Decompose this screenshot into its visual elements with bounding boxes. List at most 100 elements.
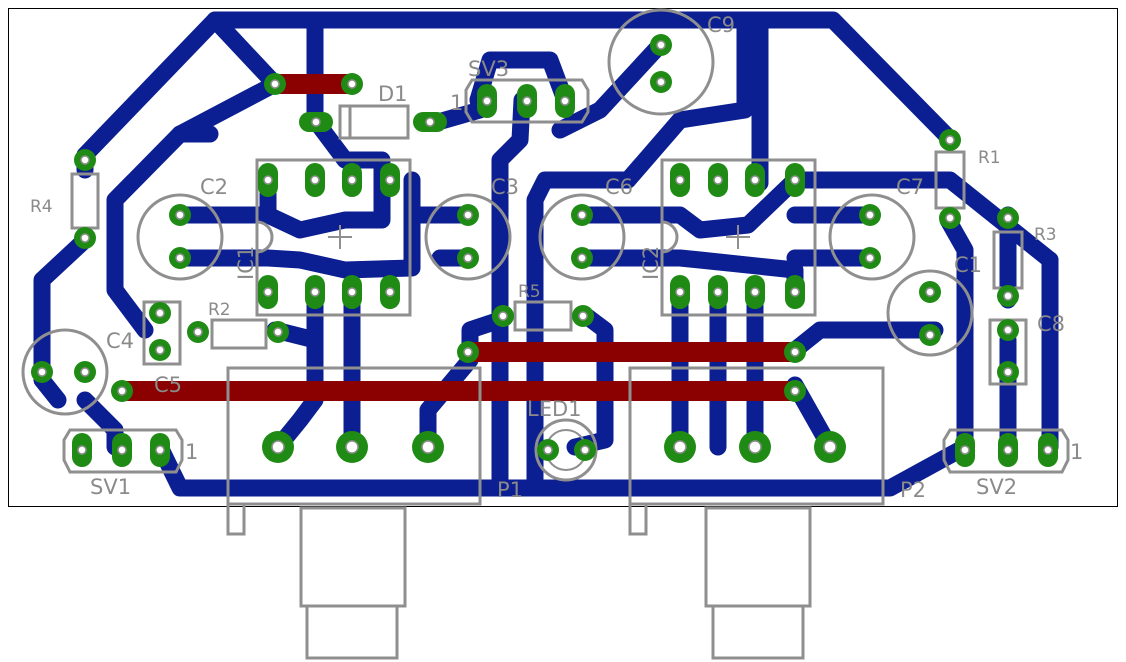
- ic2-pad-drill: [713, 175, 723, 185]
- ic1-pad-drill: [263, 287, 273, 297]
- wire-pad-drill: [790, 347, 800, 357]
- r2-pad-drill: [273, 327, 283, 337]
- c10-pad-drill: [37, 367, 47, 377]
- label-sv2-pin1: 1: [1070, 440, 1083, 464]
- d1-body: [338, 104, 410, 140]
- r1-pad-drill: [945, 213, 955, 223]
- d1-pad-drill: [311, 117, 321, 127]
- label-r2: R2: [208, 300, 231, 320]
- pot-pad-drill: [823, 440, 837, 454]
- sv1-pad-drill: [117, 445, 127, 455]
- ic2-pad-drill: [675, 175, 685, 185]
- r-top-pad-drill: [347, 79, 357, 89]
- label-sv1-pin1: 1: [185, 440, 198, 464]
- ic1-pad-drill: [385, 287, 395, 297]
- sv2-pad-drill: [1043, 445, 1053, 455]
- r1-pad-drill: [945, 135, 955, 145]
- c5-pad-drill: [790, 386, 800, 396]
- led1-pad-drill: [543, 445, 553, 455]
- p2-outline: [628, 366, 885, 506]
- wire-pad-drill: [463, 347, 473, 357]
- label-ic1: IC1: [234, 246, 258, 280]
- c9-pad-drill: [656, 40, 666, 50]
- c4-body: [142, 300, 182, 366]
- sv1-pad-drill: [77, 445, 87, 455]
- p1-outline: [226, 366, 482, 506]
- ic2-outline: [660, 158, 817, 317]
- r2-body: [210, 318, 268, 350]
- c8-pad-drill: [1003, 367, 1013, 377]
- label-ic2: IC2: [639, 246, 663, 280]
- ic2-pad-drill: [675, 287, 685, 297]
- label-c7: C7: [896, 175, 924, 199]
- ic2-pad-drill: [713, 287, 723, 297]
- r5-pad-drill: [498, 311, 508, 321]
- sv2-pad-drill: [960, 445, 970, 455]
- ic1-pad-drill: [310, 287, 320, 297]
- label-c4: C4: [106, 329, 134, 353]
- silkscreen: [21, 8, 1070, 660]
- p1-shaft: [299, 506, 407, 608]
- c1-pad-drill: [925, 287, 935, 297]
- ic1-pad-drill: [263, 175, 273, 185]
- ic2-pad-drill: [750, 287, 760, 297]
- c3-outline: [424, 193, 512, 281]
- label-c2: C2: [200, 175, 228, 199]
- label-c5: C5: [154, 373, 182, 397]
- label-c3: C3: [491, 175, 519, 199]
- label-led1: LED1: [527, 397, 582, 421]
- c4-pad-drill: [155, 345, 165, 355]
- pot-pad-drill: [748, 440, 762, 454]
- c9-pad-drill: [656, 77, 666, 87]
- label-sv2: SV2: [976, 475, 1017, 499]
- r5-pad-drill: [578, 311, 588, 321]
- c5-pad-drill: [117, 386, 127, 396]
- d1-pad-drill: [425, 117, 435, 127]
- c3-pad-drill: [463, 210, 473, 220]
- r3-pad-drill: [1003, 213, 1013, 223]
- c2-pad-drill: [175, 253, 185, 263]
- label-r4: R4: [30, 197, 53, 217]
- component-labels: C9 SV3 1 D1 R1 R4 C2 C3 C6 C7 IC1 IC2 R3…: [30, 13, 1083, 502]
- c4-pad-drill: [155, 308, 165, 318]
- top-copper-traces: [112, 74, 805, 401]
- ic2-pad-drill: [790, 287, 800, 297]
- sv1-pad-drill: [155, 445, 165, 455]
- ic1-outline: [255, 158, 412, 317]
- r-top-pad-drill: [270, 79, 280, 89]
- c1-outline: [886, 269, 974, 357]
- pot-pad-drill: [673, 440, 687, 454]
- c3-pad-drill: [463, 253, 473, 263]
- label-p2: P2: [900, 478, 926, 502]
- c6-pad-drill: [577, 210, 587, 220]
- c6-pad-drill: [577, 253, 587, 263]
- label-r3: R3: [1034, 225, 1057, 245]
- pads: [31, 34, 1058, 467]
- c7-outline: [828, 193, 916, 281]
- label-c6: C6: [605, 175, 633, 199]
- c10-outline: [21, 328, 109, 416]
- sv2-outline: [942, 428, 1070, 474]
- r3-pad-drill: [1003, 291, 1013, 301]
- sv3-pad-drill: [560, 96, 570, 106]
- ic1-pad-drill: [347, 287, 357, 297]
- c1-pad-drill: [925, 330, 935, 340]
- p2-shaft: [704, 506, 812, 608]
- label-d1: D1: [378, 82, 408, 106]
- led1-pad-drill: [580, 445, 590, 455]
- pot-pad-drill: [271, 440, 285, 454]
- label-c8: C8: [1037, 312, 1065, 336]
- c9-outline: [607, 8, 715, 116]
- r2-pad-drill: [193, 327, 203, 337]
- label-c1: C1: [954, 253, 982, 277]
- sv2-pad-drill: [1003, 445, 1013, 455]
- label-p1: P1: [497, 478, 523, 502]
- r5-body: [513, 300, 573, 332]
- c2-outline: [136, 193, 224, 281]
- ic1-pad-drill: [347, 175, 357, 185]
- label-r1: R1: [978, 148, 1001, 168]
- pot-pad-drill: [345, 440, 359, 454]
- label-r5: R5: [518, 282, 541, 302]
- label-sv1: SV1: [90, 475, 131, 499]
